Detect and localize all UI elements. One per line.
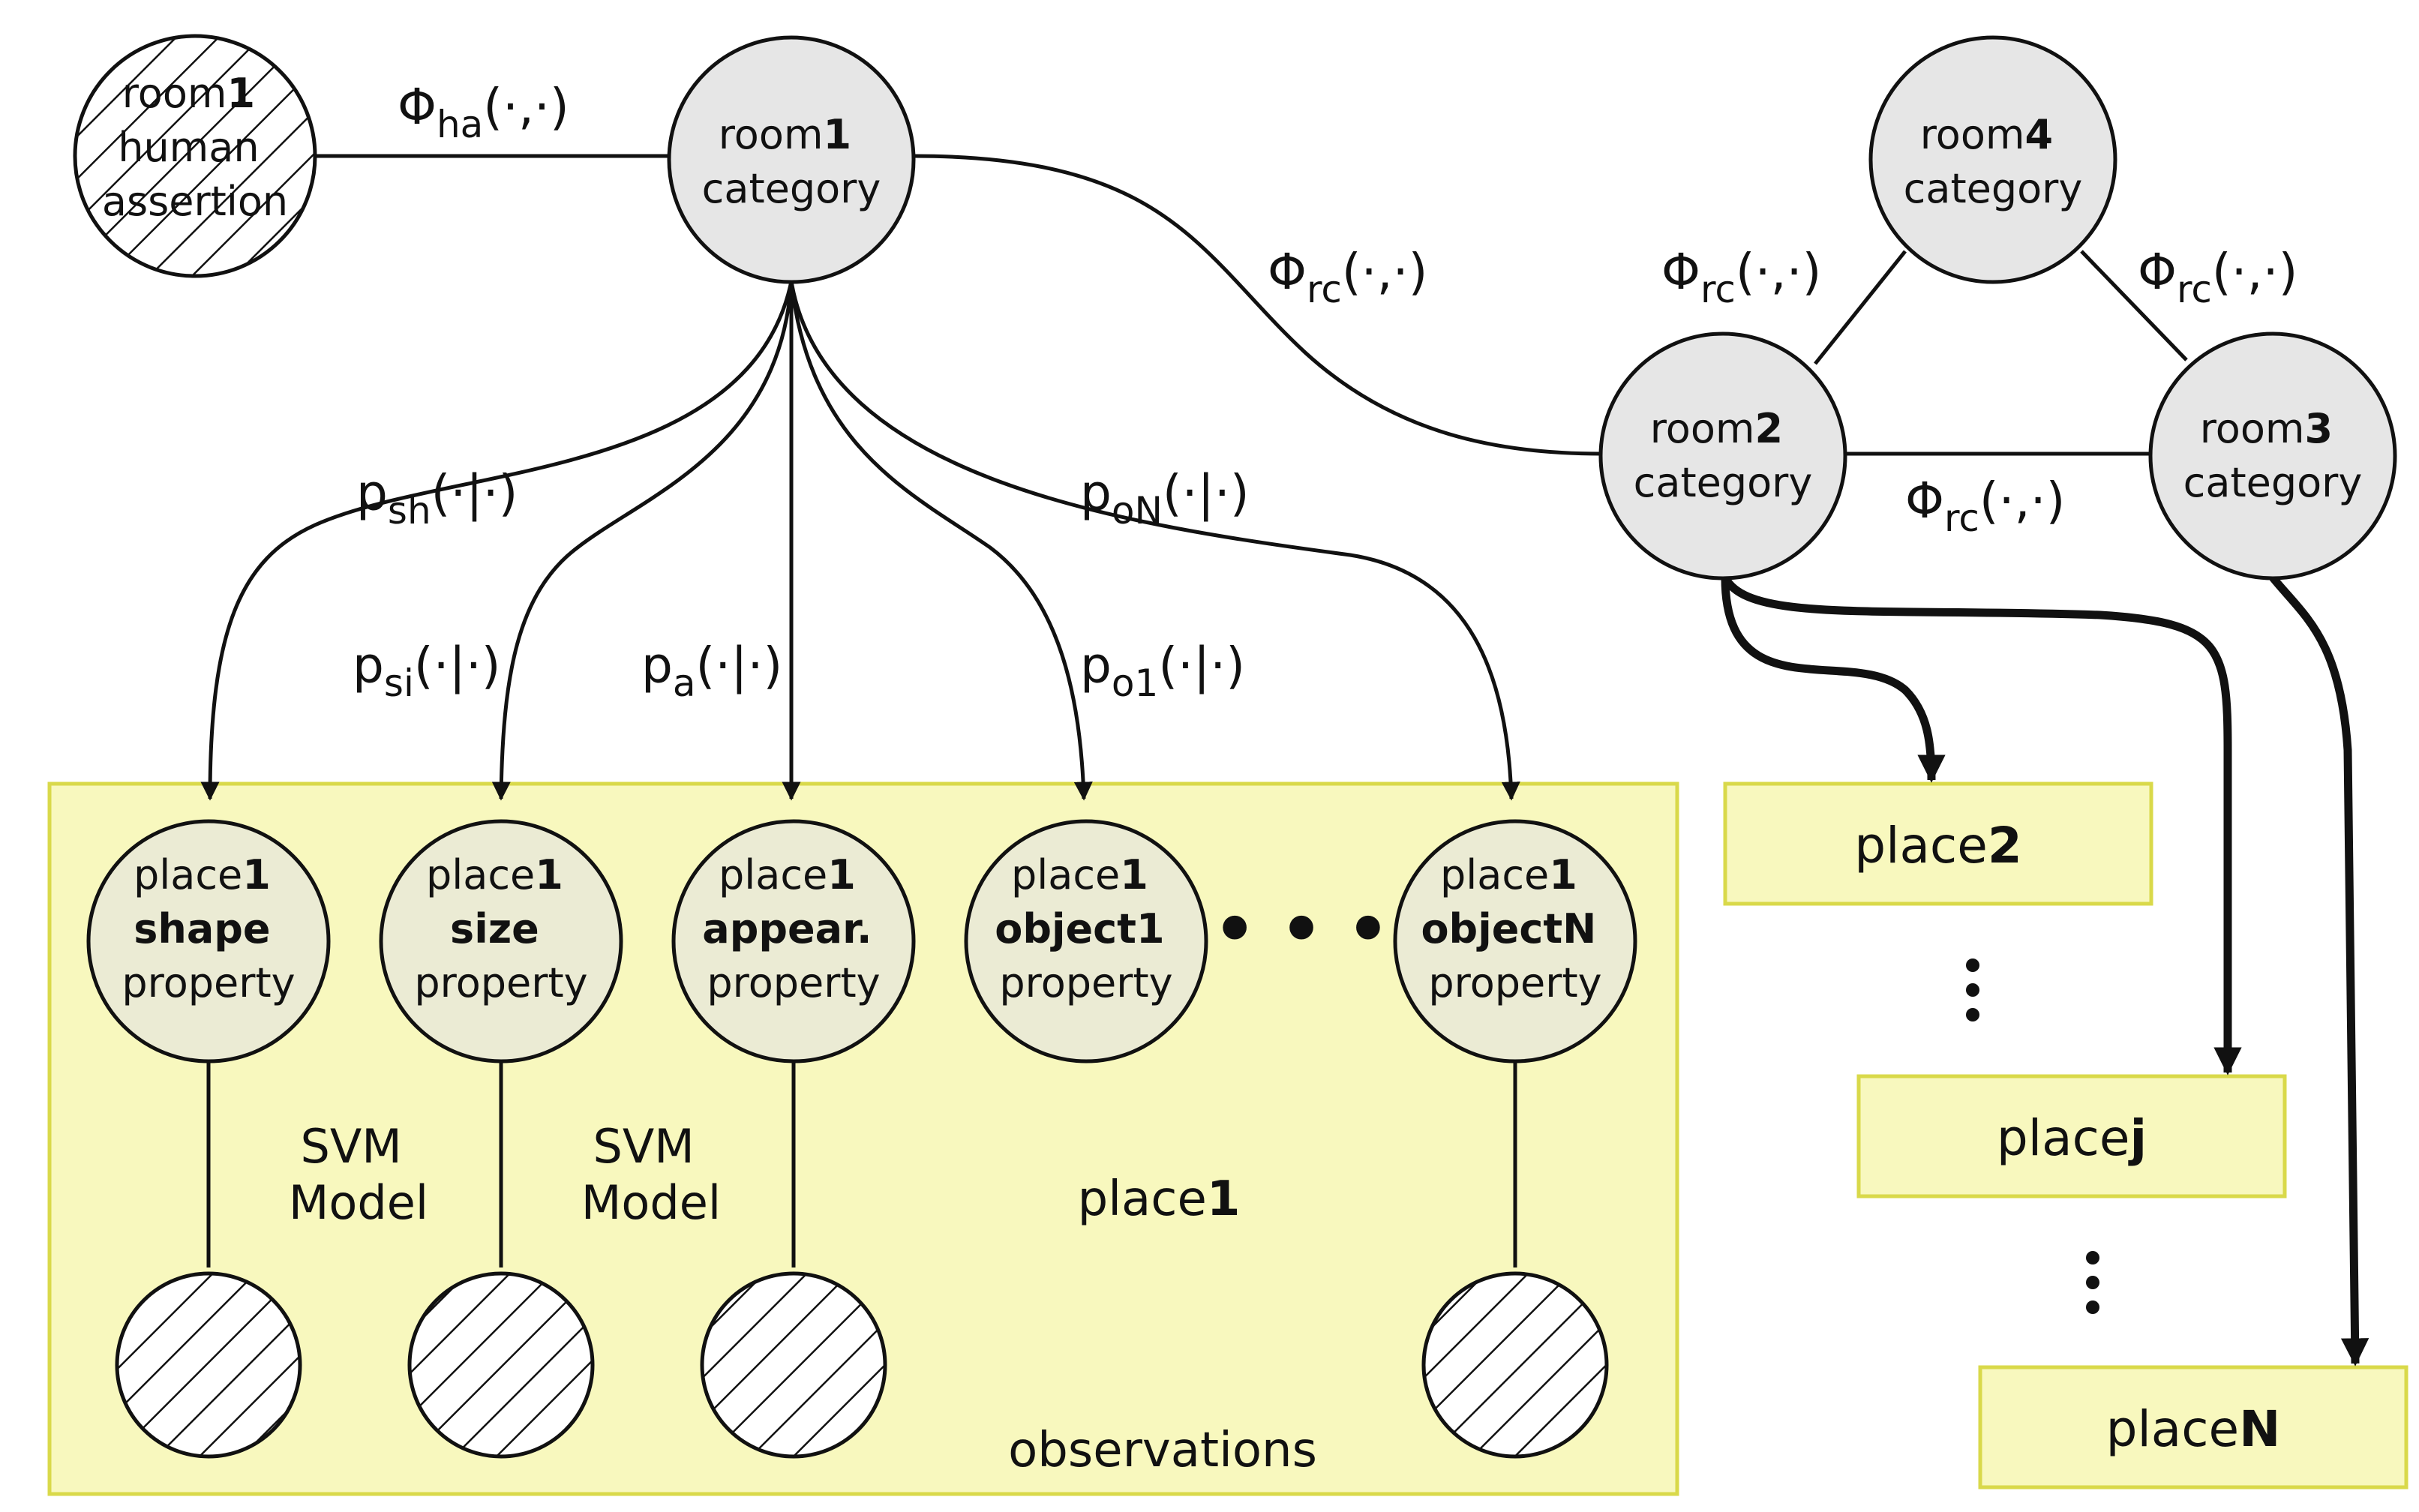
svg-text:place1 size proper: place1 size property — [414, 851, 587, 1006]
property-node-size: place1 size property — [379, 819, 623, 1064]
placej-label: placej — [1997, 1109, 2147, 1167]
room1-human-assertion-node — [73, 34, 317, 278]
svg-text:place1 appear. pro: place1 appear. property — [702, 851, 884, 1006]
edge-o1 — [789, 280, 1093, 801]
label-phi-ha: Φha(·,·) — [398, 78, 569, 146]
place2-label: place2 — [1854, 817, 2022, 874]
edge-room2-placej — [1721, 575, 2242, 1076]
svg-text:room2 category: room2 category — [1634, 405, 1813, 506]
svg-text:room1 category: room1 category — [702, 111, 881, 212]
factor-edges — [315, 154, 2188, 456]
room4-prefix: room — [1920, 111, 2025, 158]
svg-text:place1 object1 pro: place1 object1 property — [995, 851, 1177, 1006]
observation-node-size — [407, 1271, 595, 1459]
property-ellipsis: • • • — [1213, 890, 1389, 969]
room4-num: 4 — [2024, 111, 2053, 158]
place2-box — [1723, 782, 2153, 906]
label-p-si: psi(·|·) — [353, 637, 501, 705]
room2-num: 2 — [1754, 405, 1783, 452]
svg-text:place1 shape prope: place1 shape property — [122, 851, 295, 1006]
ha-line2: human — [118, 124, 259, 171]
room1-num: 1 — [823, 111, 851, 158]
room3-sub: category — [2183, 459, 2363, 506]
svg-text:room3 category: room3 category — [2183, 405, 2363, 506]
placeN-box — [1978, 1365, 2408, 1490]
room2-sub: category — [1634, 459, 1813, 506]
svg-text:place1 objectN pro: place1 objectN property — [1421, 851, 1609, 1006]
room1-category-node: room1 category — [667, 35, 916, 284]
edge-room3-placeN — [2269, 574, 2369, 1366]
svm-model-label-2: SVM Model — [581, 1119, 721, 1230]
svg-text:room4 category: room4 category — [1904, 111, 2083, 212]
ha-line3: assertion — [102, 178, 288, 225]
room1-sub: category — [702, 165, 881, 212]
edge-oN — [789, 280, 1520, 801]
property-node-appearance: place1 appear. property — [671, 819, 916, 1064]
label-phi-rc-bottom: Φrc(·,·) — [1905, 472, 2065, 540]
label-phi-rc-left: Φrc(·,·) — [1661, 243, 1821, 311]
edge-rc-room1-room2 — [913, 154, 1602, 456]
observations-label: observations — [1008, 1423, 1317, 1478]
observation-node-objectN — [1421, 1271, 1609, 1459]
label-phi-rc-right: Φrc(·,·) — [2138, 243, 2297, 311]
placeN-label: placeN — [2106, 1400, 2281, 1458]
room3-prefix: room — [2200, 405, 2305, 452]
placej-box — [1856, 1074, 2287, 1198]
room3-category-node: room3 category — [2148, 332, 2397, 580]
label-p-o1: po1(·|·) — [1080, 637, 1245, 705]
svm-model-label-1: SVM Model — [289, 1119, 428, 1230]
room2-prefix: room — [1650, 405, 1755, 452]
room4-sub: category — [1904, 165, 2083, 212]
observation-node-shape — [115, 1271, 302, 1459]
svg-text:room1 human assertion: room1 human assertion — [102, 70, 288, 225]
edge-sh — [200, 280, 794, 801]
edge-rc-room4-room3 — [2080, 250, 2188, 362]
place-edges — [1721, 574, 2369, 1366]
property-node-object1: place1 object1 property — [964, 819, 1208, 1064]
property-node-shape: place1 shape property — [86, 819, 331, 1064]
observation-links — [206, 1061, 1517, 1268]
room2-category-node: room2 category — [1598, 332, 1847, 580]
edge-si — [491, 280, 794, 801]
place1-label: place1 — [1078, 1172, 1241, 1227]
room3-num: 3 — [2304, 405, 2333, 452]
room1-prefix: room — [719, 111, 824, 158]
ha-line1a: room — [122, 70, 227, 117]
ha-line1b: 1 — [227, 70, 255, 117]
place-ellipsis-upper — [1966, 958, 1979, 1022]
label-phi-rc-main: Φrc(·,·) — [1268, 243, 1427, 311]
edge-room2-place2 — [1721, 577, 1946, 783]
room4-category-node: room4 category — [1868, 35, 2117, 284]
place-ellipsis-lower — [2086, 1251, 2099, 1314]
label-p-a: pa(·|·) — [641, 637, 782, 705]
edge-rc-room2-room4 — [1814, 250, 1907, 365]
conditional-edges — [200, 280, 1520, 801]
label-p-oN: poN(·|·) — [1080, 464, 1250, 532]
label-p-sh: psh(·|·) — [356, 464, 518, 532]
property-node-objectN: place1 objectN property — [1393, 819, 1637, 1064]
observation-node-appearance — [700, 1271, 887, 1459]
